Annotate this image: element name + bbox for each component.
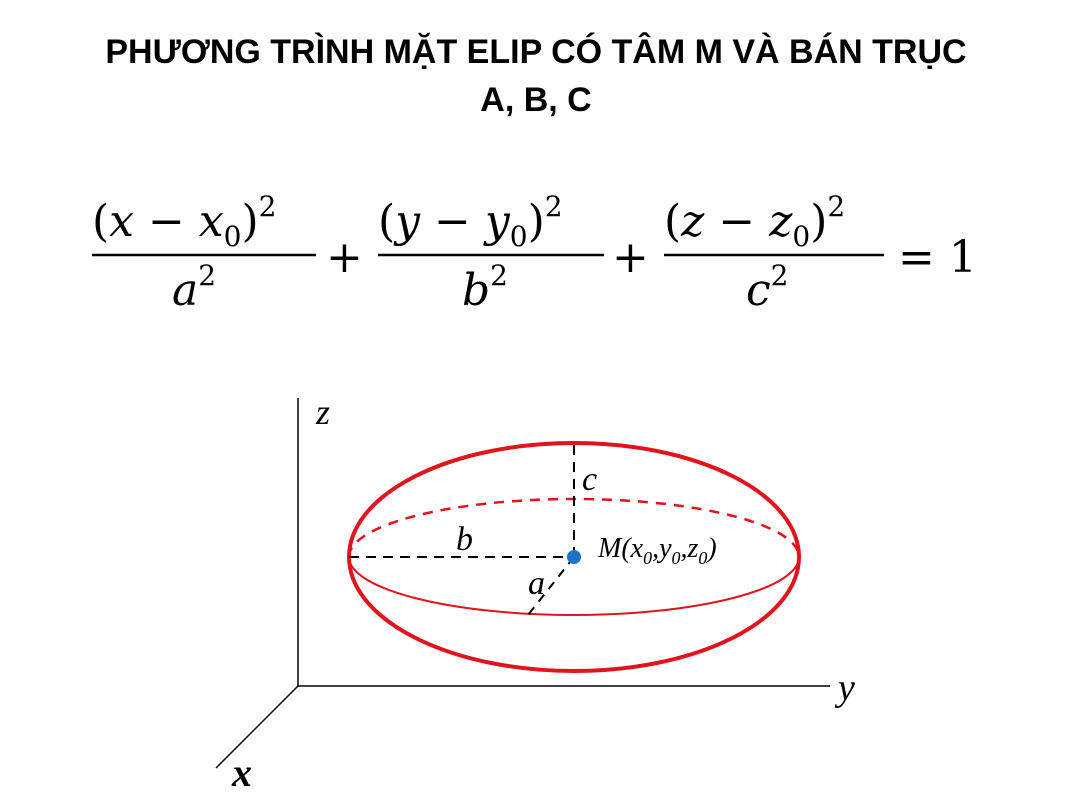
term-x-numerator: (x − x0)2	[92, 190, 277, 253]
term-y: (y − y0)2 b2	[378, 190, 604, 316]
term-z-numerator: (z − z0)2	[664, 190, 845, 253]
label-b: b	[456, 521, 473, 558]
term-x: (x − x0)2 a2	[92, 190, 316, 316]
term-y-denominator: b2	[462, 259, 508, 316]
ellipsoid-equation: (x − x0)2 a2 + (y − y0)2 b2 + (z − z0)2 …	[92, 190, 977, 316]
center-point	[567, 550, 581, 564]
equator-front	[348, 556, 800, 616]
term-z: (z − z0)2 c2	[664, 190, 884, 316]
z-axis-label: z	[315, 392, 330, 432]
equals-one: = 1	[898, 232, 977, 283]
plus-sign-2: +	[612, 232, 649, 283]
plus-sign-1: +	[326, 232, 363, 283]
semi-axis-a	[527, 556, 575, 616]
term-x-denominator: a2	[172, 259, 216, 316]
center-label: M(x0,y0,z0)	[597, 533, 717, 568]
label-c: c	[582, 461, 597, 498]
y-axis-label: y	[834, 667, 855, 709]
ellipsoid-diagram: z y x c b a M(x0,y0,z0)	[215, 392, 855, 795]
x-axis-label: x	[231, 750, 252, 795]
label-a: a	[528, 565, 545, 602]
term-z-denominator: c2	[746, 259, 788, 316]
page-title: PHƯƠNG TRÌNH MẶT ELIP CÓ TÂM M VÀ BÁN TR…	[0, 28, 1072, 124]
term-y-numerator: (y − y0)2	[378, 190, 563, 253]
title-line-2: A, B, C	[480, 81, 592, 119]
x-axis	[215, 685, 299, 769]
title-line-1: PHƯƠNG TRÌNH MẶT ELIP CÓ TÂM M VÀ BÁN TR…	[105, 33, 967, 71]
